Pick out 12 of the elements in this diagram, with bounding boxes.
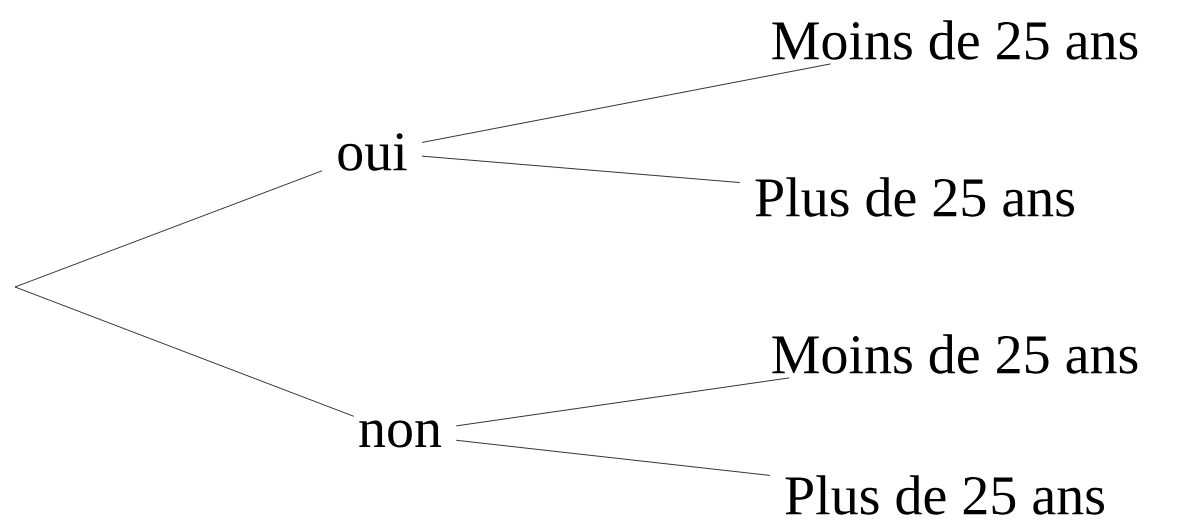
tree-label: Moins de 25 ans <box>772 20 1138 60</box>
branch-line <box>421 63 831 143</box>
branch-line <box>14 170 323 288</box>
tree-label: non <box>359 420 442 448</box>
tree-label: Plus de 25 ans <box>755 177 1074 217</box>
tree-label: Moins de 25 ans <box>772 334 1138 374</box>
branch-line <box>455 377 790 427</box>
tree-label: Plus de 25 ans <box>785 475 1104 515</box>
branch-line <box>421 155 741 183</box>
tree-label: oui <box>338 133 407 171</box>
branch-line <box>14 286 355 417</box>
branch-line <box>455 439 771 476</box>
